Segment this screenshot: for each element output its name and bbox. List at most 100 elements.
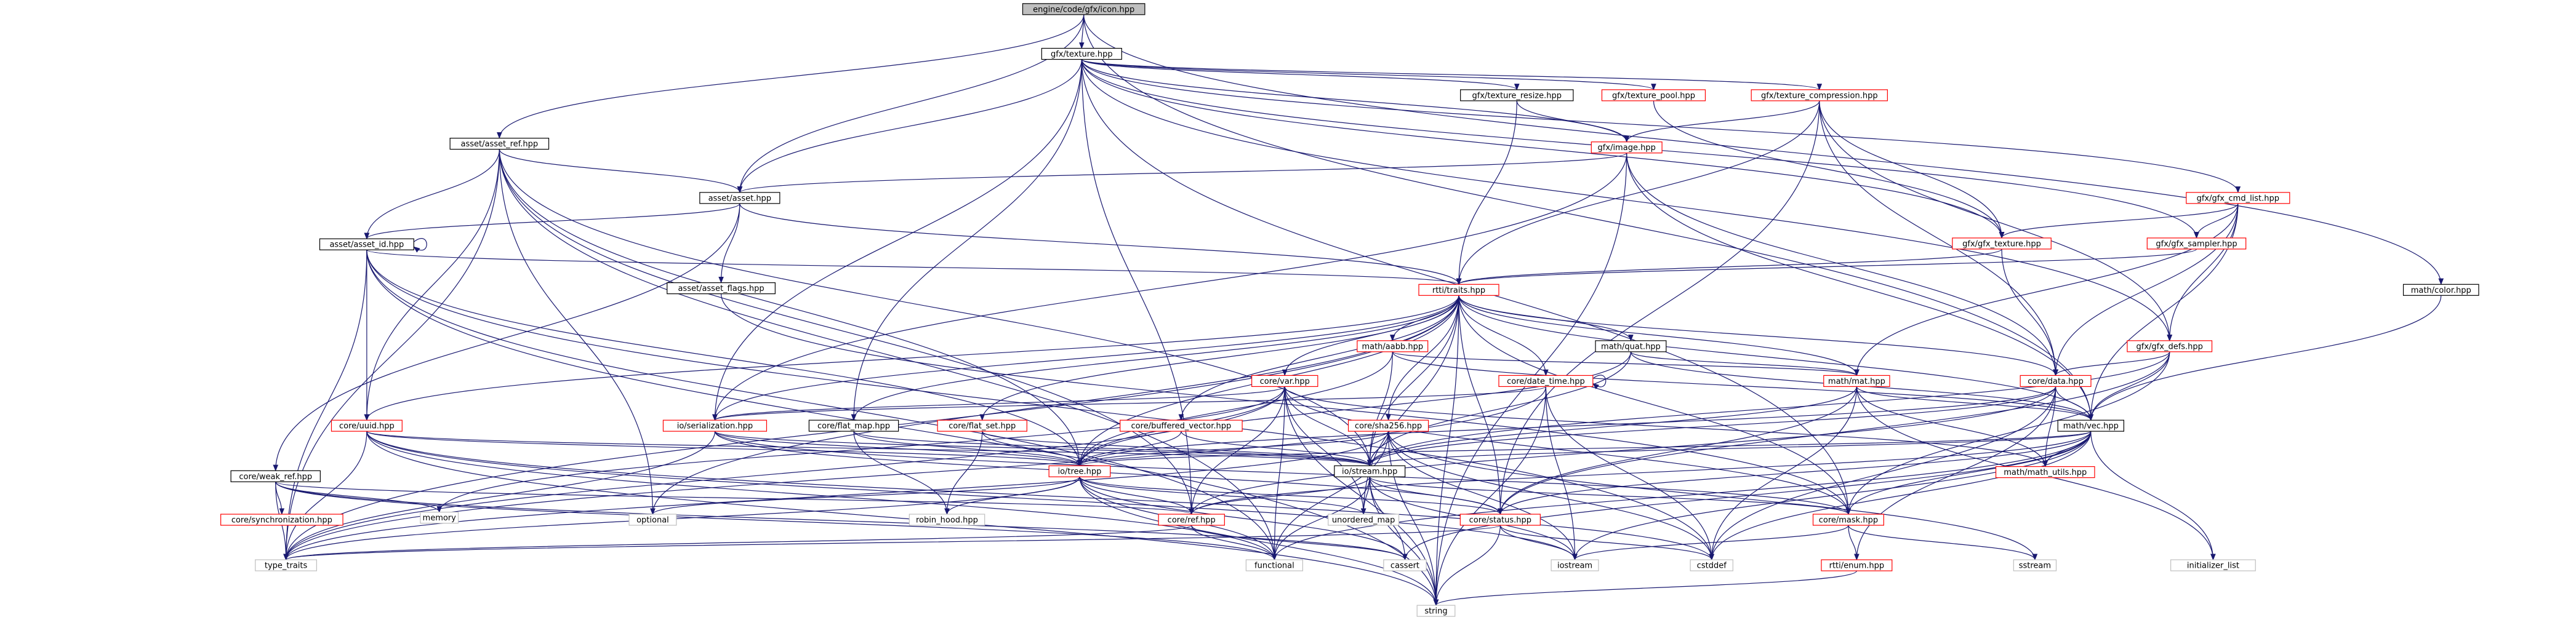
node-gfx-cmd-list[interactable]: gfx/gfx_cmd_list.hpp (2186, 192, 2290, 204)
edge-io_tree-to-core_status (1079, 476, 1503, 515)
node-asset[interactable]: asset/asset.hpp (699, 192, 780, 204)
node-box (2013, 559, 2057, 571)
node-asset-id[interactable]: asset/asset_id.hpp (319, 238, 414, 250)
node-label: io/tree.hpp (1057, 467, 1101, 477)
node-rtti-enum[interactable]: rtti/enum.hpp (1821, 559, 1893, 571)
node-unordered-map: unordered_map (1328, 514, 1400, 526)
edge-math_aabb-to-math_mat (1392, 351, 1860, 376)
node-label: gfx/gfx_cmd_list.hpp (2197, 194, 2279, 203)
node-core-sha256[interactable]: core/sha256.hpp (1347, 419, 1429, 432)
node-core-flat-set[interactable]: core/flat_set.hpp (937, 419, 1027, 432)
node-asset-flags[interactable]: asset/asset_flags.hpp (667, 282, 776, 295)
node-label: gfx/texture.hpp (1051, 50, 1113, 59)
edge-core_uuid-to-io_tree (366, 431, 1082, 467)
edge-core_mask-to-rtti_enum (1848, 525, 1860, 561)
node-iostream: iostream (1551, 559, 1599, 571)
edge-core_var-to-math_utils (1284, 386, 2048, 467)
node-core-buffered-vector[interactable]: core/buffered_vector.hpp (1120, 419, 1243, 432)
node-box (2186, 192, 2290, 204)
edge-texture-to-texture_pool (1081, 59, 1656, 90)
node-texture-pool[interactable]: gfx/texture_pool.hpp (1601, 89, 1706, 101)
node-gfx-texture[interactable]: gfx/gfx_texture.hpp (1952, 237, 2052, 250)
node-label: gfx/gfx_sampler.hpp (2156, 239, 2237, 248)
node-core-ref[interactable]: core/ref.hpp (1158, 514, 1225, 526)
node-box (319, 238, 414, 250)
edge-io_stream-to-functional (1272, 477, 1370, 561)
node-label: string (1424, 607, 1447, 616)
node-box (699, 192, 780, 204)
edge-core_var-to-unordered_map (1284, 386, 1366, 515)
node-core-weak-ref[interactable]: core/weak_ref.hpp (230, 470, 321, 482)
edge-rtti_traits-to-core_status (1458, 295, 1503, 515)
node-core-mask[interactable]: core/mask.hpp (1812, 514, 1884, 526)
node-math-utils[interactable]: math/math_utils.hpp (1995, 466, 2095, 479)
node-label: gfx/texture_compression.hpp (1761, 91, 1878, 100)
node-rtti-traits[interactable]: rtti/traits.hpp (1418, 284, 1499, 296)
node-io-tree[interactable]: io/tree.hpp (1048, 465, 1111, 477)
node-label: math/quat.hpp (1601, 342, 1661, 351)
node-label: math/vec.hpp (2063, 422, 2119, 431)
node-core-synchronization[interactable]: core/synchronization.hpp (220, 514, 343, 526)
node-label: core/weak_ref.hpp (239, 472, 312, 482)
node-io-serialization[interactable]: io/serialization.hpp (662, 419, 768, 432)
node-gfx-sampler[interactable]: gfx/gfx_sampler.hpp (2146, 237, 2247, 250)
node-io-stream[interactable]: io/stream.hpp (1334, 465, 1406, 477)
node-core-uuid[interactable]: core/uuid.hpp (331, 419, 403, 432)
node-asset-ref[interactable]: asset/asset_ref.hpp (449, 138, 550, 150)
node-label: asset/asset_flags.hpp (678, 284, 764, 293)
node-core-date-time[interactable]: core/date_time.hpp (1498, 375, 1594, 388)
node-box (1812, 514, 1884, 526)
edge-core_date_time-to-iostream (1545, 386, 1578, 561)
edge-rtti_traits-to-core_mask (1458, 295, 1852, 515)
node-math-vec[interactable]: math/vec.hpp (2057, 419, 2124, 432)
node-box (2402, 284, 2479, 296)
edge-math_vec-to-core_ref (1189, 431, 2092, 515)
edge-asset_id-to-io_tree (366, 250, 1083, 467)
node-math-color[interactable]: math/color.hpp (2402, 284, 2479, 296)
node-label: unordered_map (1332, 515, 1395, 525)
node-label: asset/asset.hpp (708, 194, 771, 203)
node-box (2020, 375, 2092, 388)
node-core-var[interactable]: core/var.hpp (1251, 375, 1318, 388)
node-box (1328, 514, 1400, 526)
node-label: memory (423, 514, 457, 523)
node-core-data[interactable]: core/data.hpp (2020, 375, 2092, 388)
edge-texture_compression-to-core_status (1498, 100, 1820, 515)
node-label: robin_hood.hpp (916, 515, 978, 525)
edge-rtti_traits-to-core_data (1458, 295, 2058, 376)
node-texture-compression[interactable]: gfx/texture_compression.hpp (1751, 89, 1888, 101)
node-gfx-defs[interactable]: gfx/gfx_defs.hpp (2127, 340, 2213, 352)
edge-core_var-to-io_serialization (712, 386, 1285, 421)
edge-texture-to-texture_compression (1081, 59, 1822, 90)
edge-math_vec-to-iostream (1572, 431, 2092, 561)
edge-io_stream-to-string (1369, 477, 1439, 606)
edge-core_sha256-to-io_tree (1077, 431, 1389, 467)
edge-core_var-to-core_ref (1189, 386, 1285, 515)
node-label: asset/asset_id.hpp (329, 240, 404, 250)
node-texture[interactable]: gfx/texture.hpp (1041, 47, 1122, 60)
edge-texture-to-gfx_defs (1081, 59, 2172, 341)
node-image[interactable]: gfx/image.hpp (1591, 141, 1663, 154)
edge-texture_pool-to-gfx_texture (1653, 100, 2005, 239)
edge-texture-to-asset (737, 59, 1082, 193)
node-label: core/sha256.hpp (1355, 422, 1422, 431)
node-core-flat-map[interactable]: core/flat_map.hpp (808, 419, 899, 432)
edge-root-to-asset_ref (497, 14, 1085, 139)
node-core-status[interactable]: core/status.hpp (1459, 514, 1541, 526)
node-box (1601, 89, 1706, 101)
node-math-mat[interactable]: math/mat.hpp (1823, 375, 1890, 388)
node-texture-resize[interactable]: gfx/texture_resize.hpp (1460, 89, 1574, 101)
node-box (255, 559, 317, 571)
edge-core_flat_set-to-robin_hood (944, 431, 983, 515)
edge-core_sha256-to-string (1387, 431, 1439, 606)
node-box (1245, 559, 1303, 571)
edge-asset-to-core_weak_ref (273, 203, 740, 472)
node-math-quat[interactable]: math/quat.hpp (1595, 340, 1667, 352)
edge-core_uuid-to-string (366, 431, 1439, 606)
edge-rtti_traits-to-math_vec (1458, 295, 2094, 421)
edge-core_sha256-to-functional (1272, 431, 1389, 561)
edge-core_date_time-to-type_traits (283, 386, 1547, 561)
node-math-aabb[interactable]: math/aabb.hpp (1357, 340, 1429, 352)
edge-asset_ref-to-core_ref (499, 149, 1195, 515)
node-box (420, 512, 459, 524)
